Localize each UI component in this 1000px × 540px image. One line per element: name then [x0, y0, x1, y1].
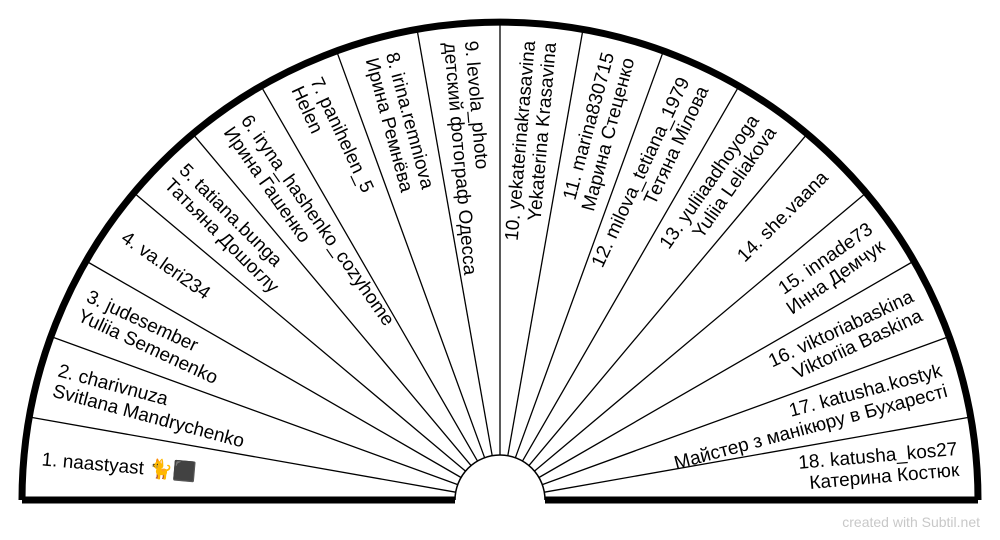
outer-arc: [18, 18, 982, 501]
segment-divider: [416, 29, 493, 456]
segment-dividers: [22, 22, 978, 504]
segment-divider: [507, 29, 584, 456]
segment-divider: [335, 50, 486, 458]
segment-divider: [29, 416, 456, 493]
segment-divider: [85, 260, 462, 479]
segment-4: 4. va.leri234: [117, 228, 214, 305]
segment-divider: [133, 192, 466, 472]
segment-divider: [534, 192, 867, 472]
segment-username: 6. iryna_hashenko_cozyhome: [236, 111, 398, 330]
segment-divider: [528, 133, 808, 466]
segment-username: 1. naastyast 🐈⬛: [41, 447, 197, 483]
inner-arc: [454, 454, 546, 501]
segment-username: 4. va.leri234: [117, 228, 214, 305]
segment-divider: [192, 133, 472, 466]
segment-divider: [50, 335, 458, 486]
segment-1: 1. naastyast 🐈⬛: [41, 447, 197, 483]
segment-divider: [514, 50, 665, 458]
segment-divider: [544, 416, 971, 493]
segment-divider: [260, 85, 479, 462]
segment-divider: [521, 85, 740, 462]
segment-divider: [538, 260, 915, 479]
footer-credit: created with Subtil.net: [842, 514, 980, 530]
segment-divider: [542, 335, 950, 486]
